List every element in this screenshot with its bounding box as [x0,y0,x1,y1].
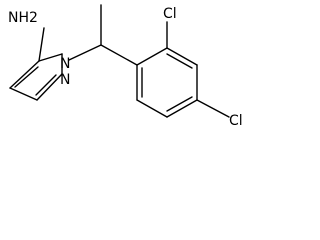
dichlorophenyl-ring [136,47,198,118]
bond-c5-n1 [38,53,63,62]
bond-n2-c3 [36,73,63,101]
aromatic-bond-a4-a5-inner [166,96,193,112]
bond-a4-a5 [166,99,198,118]
double-bond-c4-c5-inner [14,66,39,88]
pyrazole-ring [9,53,63,101]
ethyl-linker [68,4,138,66]
bond-a1-a2 [136,47,168,66]
nitrogen-1-label: N [60,56,70,72]
double-bond-n2-c3-inner [35,74,57,96]
bond-a5-a6 [136,99,168,118]
bond-a2-a3 [166,47,198,66]
chlorine-2-label: Cl [229,113,243,129]
aromatic-bond-a2-a3-inner [166,53,193,69]
molecule-diagram: NH2 N N Cl Cl [8,4,243,129]
chlorine-1-label: Cl [163,6,177,22]
bond-a4-cl [196,99,230,118]
amine-label: NH2 [8,10,38,26]
nitrogen-2-label: N [60,72,70,88]
bond-c3-c4 [9,87,38,101]
bond-ch-aryl [100,44,138,66]
bond-n1-ch [68,44,102,61]
bond-c5-amine [38,27,45,62]
bond-c4-c5 [9,60,40,89]
